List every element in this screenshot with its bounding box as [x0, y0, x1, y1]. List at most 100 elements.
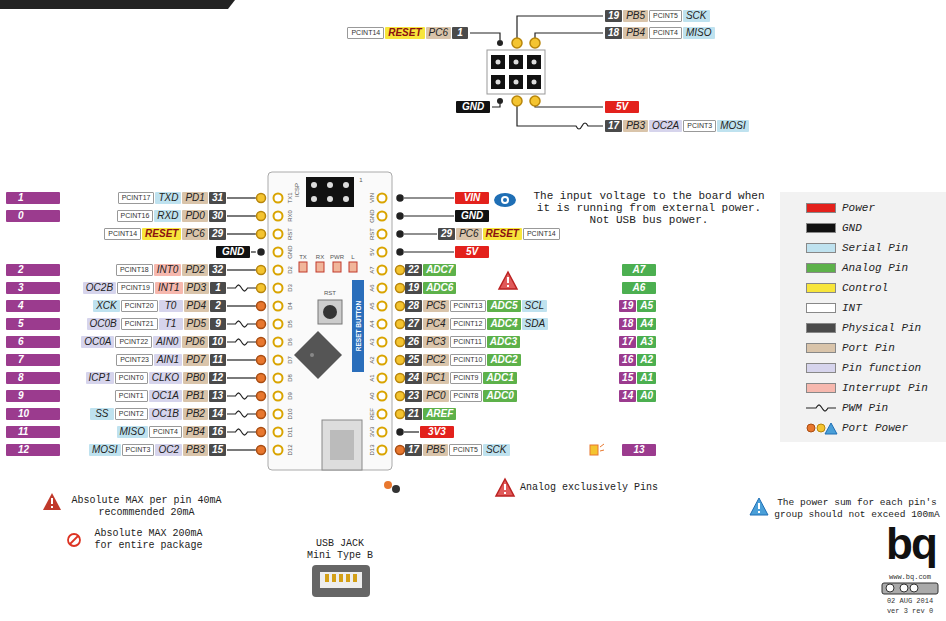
silkscreen-label: 5V	[369, 248, 375, 255]
pin-hole	[378, 392, 387, 401]
port-dot	[257, 302, 266, 311]
legend-text: INT	[842, 301, 862, 315]
pin-hole	[274, 338, 283, 347]
bug-icon	[384, 481, 400, 493]
pcint-tag: PCINT22	[115, 336, 152, 348]
arduino-pin-number: 3	[6, 282, 60, 294]
port-pin-tag: PD5	[184, 318, 209, 330]
leader-line	[404, 431, 419, 432]
arduino-pin-number: 1	[6, 192, 60, 204]
pwm-leader-line	[227, 393, 256, 399]
physical-pin-tag: 32	[209, 264, 226, 276]
pcint-tag: PCINT14	[347, 27, 384, 39]
nano-board	[268, 172, 392, 470]
note-text: Absolute MAX 200mA for entire package	[86, 528, 211, 552]
legend-sample	[806, 421, 838, 435]
interrupt-pin-tag: INT0	[154, 264, 182, 276]
pcint-tag: PCINT13	[450, 300, 487, 312]
port-dot	[257, 284, 266, 293]
pcint-tag: PCINT3	[122, 444, 155, 456]
pin-hole	[274, 428, 283, 437]
port-dot	[257, 410, 266, 419]
silkscreen-label: D7	[287, 356, 293, 364]
silkscreen-label: L	[351, 254, 354, 260]
warning-icon	[496, 479, 514, 496]
physical-pin-tag: 12	[209, 372, 226, 384]
arduino-pin-number: 18	[619, 318, 636, 330]
leader-line	[227, 449, 256, 450]
usb-jack	[312, 565, 370, 597]
note-text: Analog exclusively Pins	[520, 482, 658, 494]
pcint-tag: PCINT14	[523, 228, 560, 240]
silkscreen-label: D12	[287, 444, 293, 455]
silkscreen-label: A6	[369, 284, 375, 291]
pin-hole	[274, 212, 283, 221]
legend-swatch	[806, 343, 836, 353]
port-dot	[257, 212, 266, 221]
pcint-tag: PCINT18	[116, 264, 153, 276]
power-tag: 5V	[605, 101, 639, 113]
silkscreen-label: D2	[287, 266, 293, 274]
physical-pin-tag: 30	[209, 210, 226, 222]
pwm-leader-line	[227, 285, 256, 291]
arduino-pin-number: 7	[6, 354, 60, 366]
note-text: Absolute MAX per pin 40mA recommended 20…	[64, 495, 229, 519]
physical-pin-tag: 2	[210, 300, 226, 312]
analog-pin-number: A4	[637, 318, 656, 330]
physical-pin-tag: 22	[405, 264, 422, 276]
silkscreen-label: 3V3	[369, 427, 375, 438]
control-tag: RESET	[142, 228, 181, 240]
leader-line	[227, 305, 256, 306]
port-dot	[396, 392, 405, 401]
pcint-tag: PCINT20	[121, 300, 158, 312]
pin-hole	[274, 374, 283, 383]
pin-function-tag: OC2A	[649, 120, 682, 132]
silkscreen-label: D8	[287, 374, 293, 382]
physical-pin-tag: 15	[209, 444, 226, 456]
silkscreen-label: D13	[369, 444, 375, 455]
physical-pin-tag: 10	[209, 336, 226, 348]
analog-pin-tag: ADC6	[423, 282, 456, 294]
port-pin-tag: PC2	[423, 354, 448, 366]
silkscreen-label: D9	[287, 392, 293, 400]
pin-function-tag: CLKO	[149, 372, 182, 384]
led-icon	[590, 444, 604, 455]
port-dot	[397, 195, 403, 201]
arduino-pin-number: 12	[6, 444, 60, 456]
power-tag: 3V3	[420, 426, 454, 438]
silkscreen-label: D11	[287, 427, 293, 438]
serial-pin-tag: MISO	[117, 426, 149, 438]
physical-pin-tag: 13	[209, 390, 226, 402]
arduino-pin-number: 9	[6, 390, 60, 402]
pcint-tag: PCINT1	[115, 390, 148, 402]
legend-text: Analog Pin	[842, 261, 908, 275]
legend-swatch	[806, 363, 836, 373]
physical-pin-tag: 19	[605, 10, 622, 22]
silkscreen-label: A0	[369, 392, 375, 399]
silkscreen-label: 1	[359, 177, 362, 183]
legend-panel	[780, 192, 946, 442]
physical-pin-tag: 29	[438, 228, 455, 240]
physical-pin-tag: 27	[405, 318, 422, 330]
pin-hole	[378, 320, 387, 329]
pcint-tag: PCINT19	[117, 282, 154, 294]
pin-function-tag: OC2	[155, 444, 182, 456]
info-icon	[750, 498, 768, 515]
physical-pin-tag: 28	[405, 300, 422, 312]
legend-sample	[806, 401, 838, 415]
pcint-tag: PCINT10	[450, 354, 487, 366]
gnd-tag: GND	[216, 246, 250, 258]
port-dot	[257, 230, 266, 239]
pin-hole	[274, 284, 283, 293]
pin-hole	[378, 284, 387, 293]
legend-text: Serial Pin	[842, 241, 908, 255]
port-dot	[257, 446, 266, 455]
serial-pin-tag: TXD	[155, 192, 181, 204]
arduino-pin-number: 15	[619, 372, 636, 384]
serial-pin-tag: SCK	[483, 444, 510, 456]
port-dot	[396, 374, 405, 383]
physical-pin-tag: 14	[209, 408, 226, 420]
physical-pin-tag: 26	[405, 336, 422, 348]
serial-pin-tag: SCK	[683, 10, 710, 22]
pin-hole	[274, 410, 283, 419]
